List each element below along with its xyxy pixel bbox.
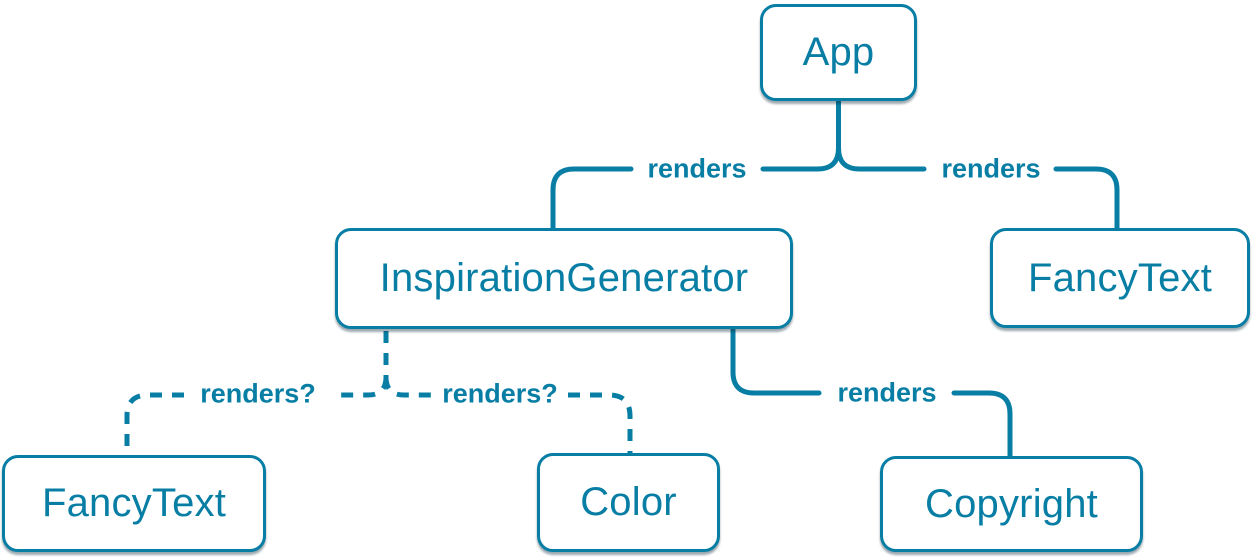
node-fancy-text-bottom-label: FancyText: [41, 481, 227, 525]
node-fancy-text-top-label: FancyText: [1027, 255, 1213, 300]
node-inspiration-generator-label: InspirationGenerator: [379, 256, 749, 300]
node-color-label: Color: [580, 480, 677, 524]
connector-inspiration-fancytext-left-part: [124, 392, 184, 456]
node-app-label: App: [802, 30, 875, 74]
edge-label-inspiration-color: renders?: [442, 378, 558, 409]
node-inspiration-generator: InspirationGenerator: [335, 228, 793, 329]
connector-inspiration-color-left-part: [383, 376, 432, 398]
node-fancy-text-bottom: FancyText: [2, 455, 266, 552]
node-copyright-label: Copyright: [925, 481, 1098, 526]
connector-app-fancytext-left-part: [836, 145, 927, 172]
connector-app-inspiration-right-part: [760, 145, 841, 172]
connector-inspiration-copyright-right-part: [951, 390, 1013, 460]
node-app: App: [760, 4, 917, 101]
edge-label-app-inspiration: renders: [647, 153, 747, 184]
edge-label-inspiration-fancytext: renders?: [200, 378, 316, 409]
edge-label-inspiration-copyright: renders: [837, 377, 937, 408]
node-copyright: Copyright: [880, 456, 1143, 552]
connector-inspiration-copyright-left-part: [730, 327, 822, 396]
connector-inspiration-color-right-part: [568, 392, 633, 454]
edge-label-app-fancytext: renders: [941, 153, 1041, 184]
connector-app-inspiration-left-part: [550, 166, 634, 232]
connector-inspiration-fancytext-right-part: [336, 376, 389, 398]
connector-app-fancytext-right-part: [1053, 166, 1120, 232]
node-fancy-text-top: FancyText: [990, 228, 1250, 328]
node-color: Color: [537, 453, 720, 552]
